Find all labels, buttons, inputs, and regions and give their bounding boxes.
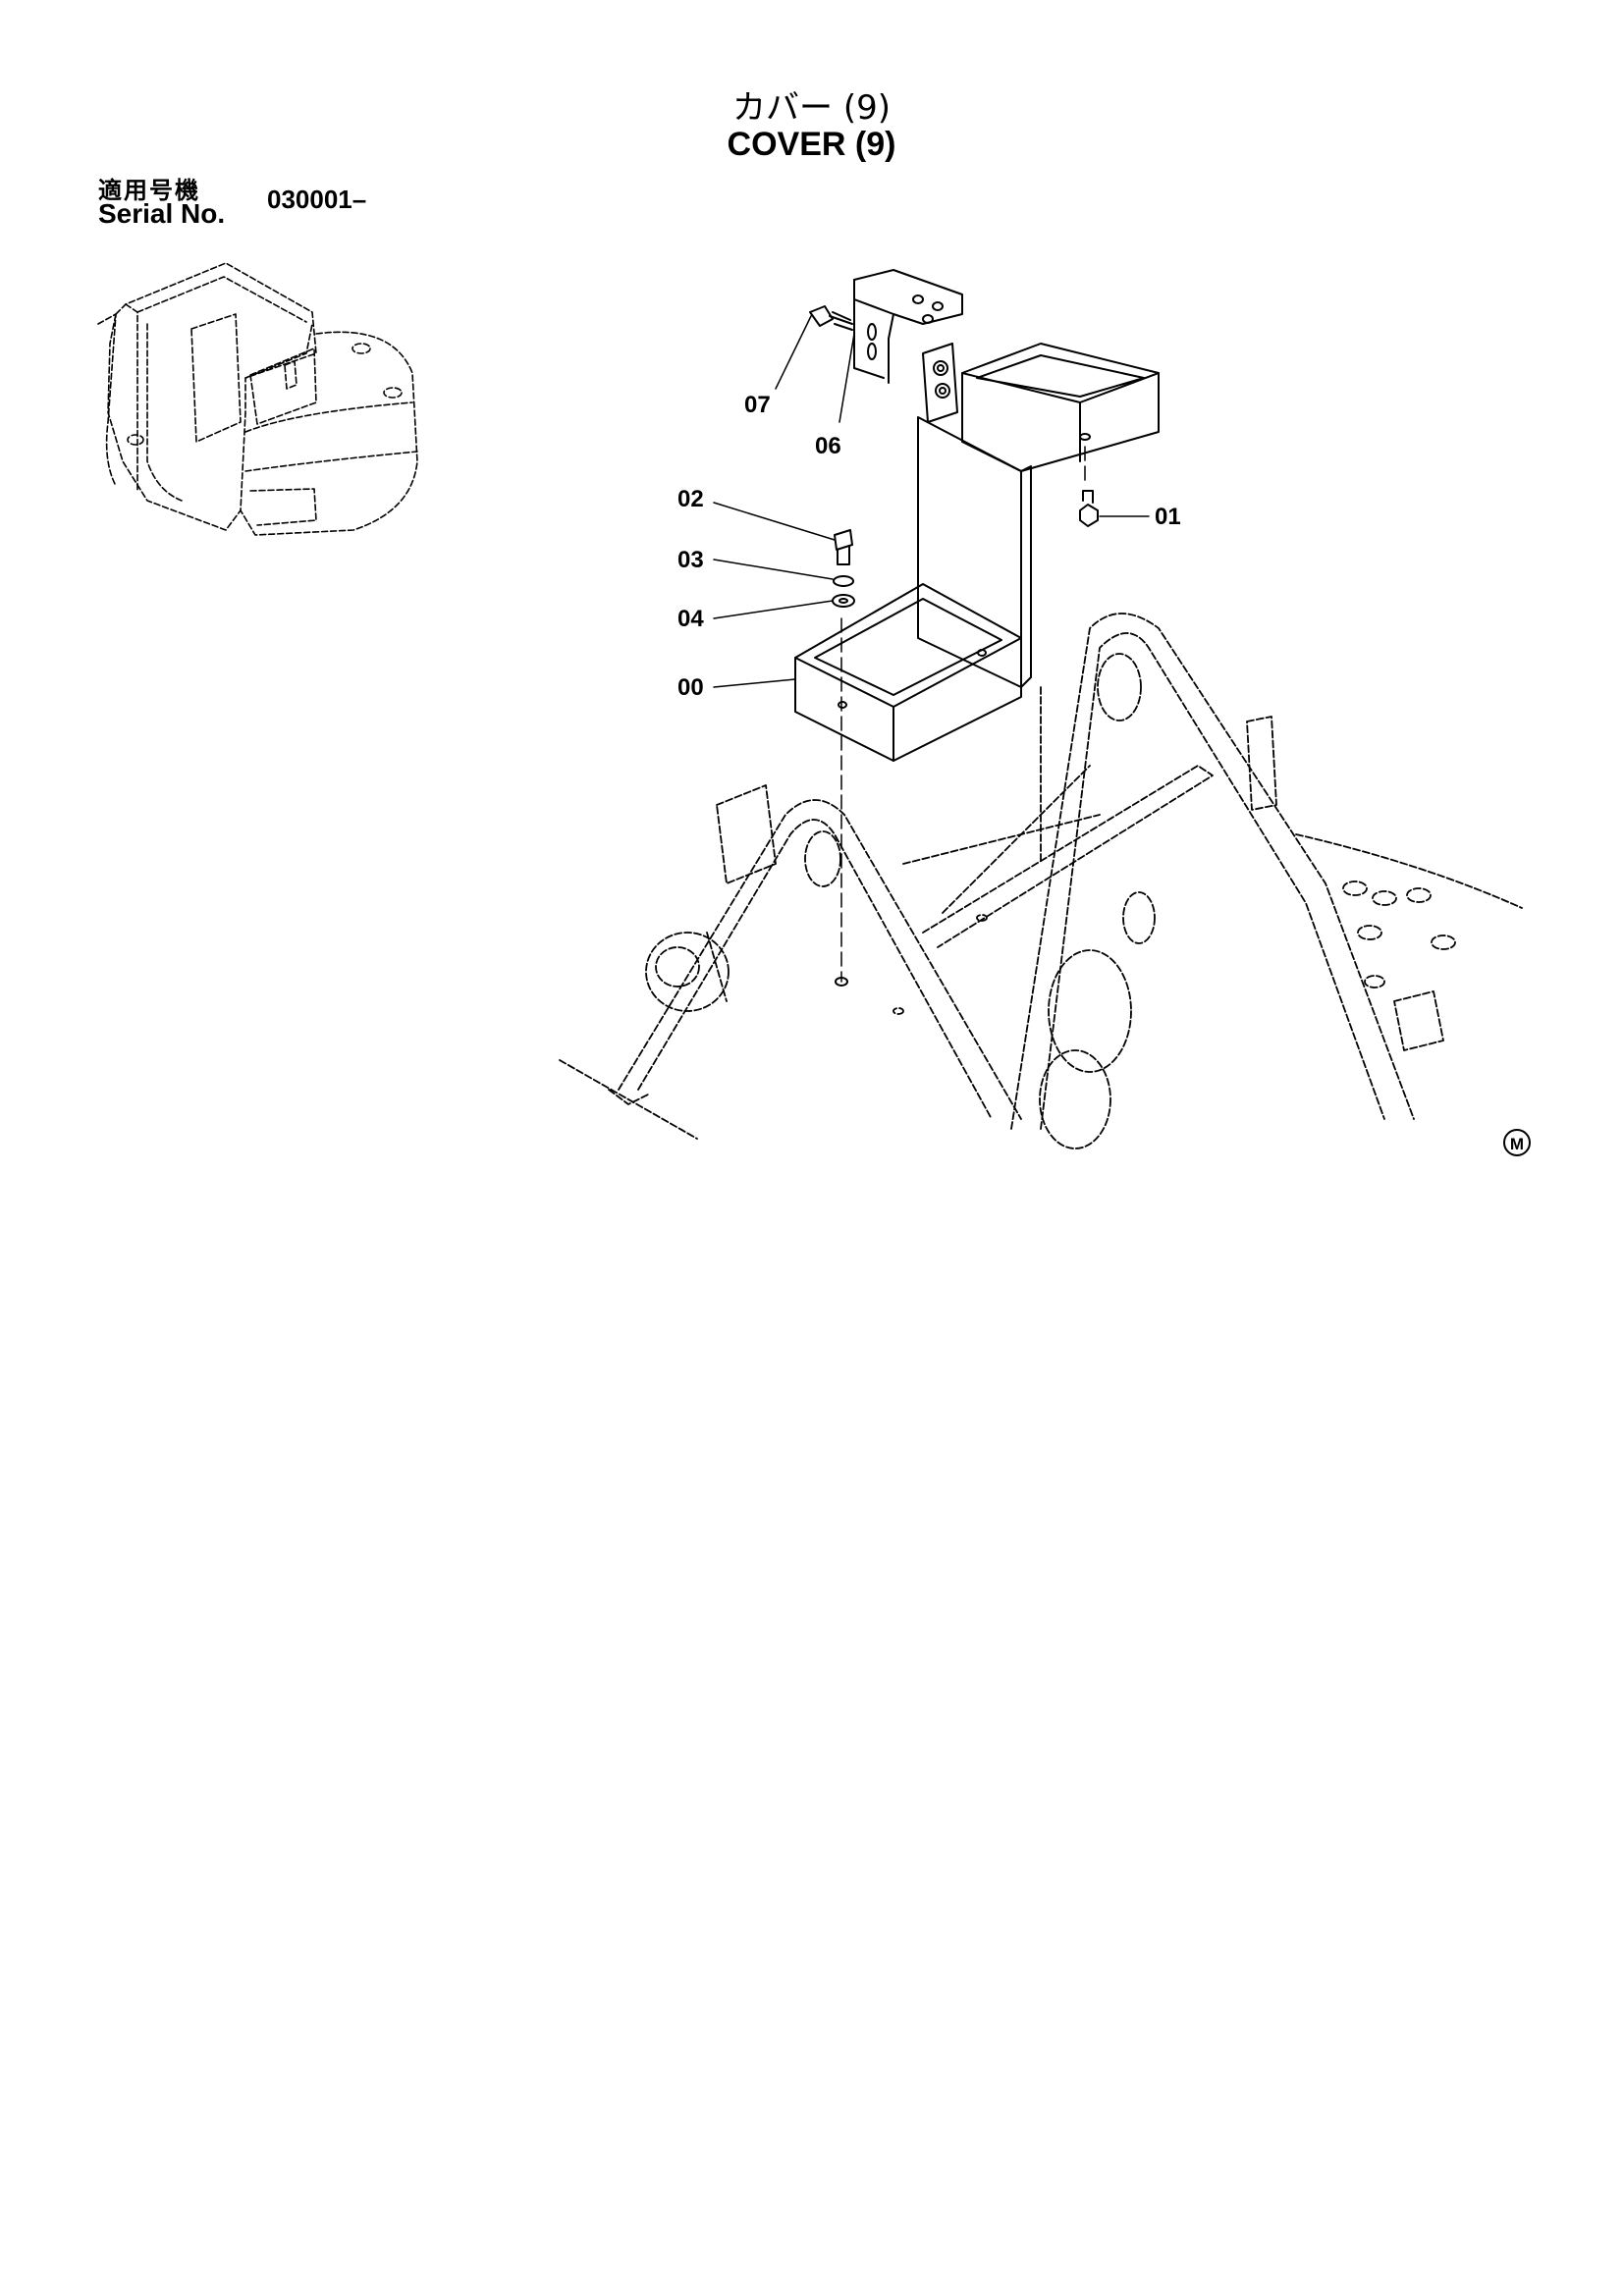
bolt-part-01: [1079, 490, 1099, 527]
callout-02: 02: [677, 486, 704, 512]
bolt-part-02: [834, 529, 853, 565]
title-japanese: カバー (9): [732, 88, 891, 128]
serial-label-japanese: 適用号機: [98, 177, 200, 204]
mark-label: M: [1510, 1135, 1524, 1153]
frame-structure: [559, 613, 1523, 1149]
callout-07: 07: [744, 392, 771, 418]
bracket-part-06: [853, 269, 963, 423]
assembly-guides: [840, 446, 1086, 983]
upper-tray: [961, 343, 1160, 472]
washer-hole: [839, 598, 848, 604]
callout-04: 04: [677, 606, 704, 632]
bolt-part-07: [809, 305, 853, 331]
callout-00: 00: [677, 674, 704, 701]
callout-01: 01: [1155, 504, 1181, 530]
washer-part-04: [832, 594, 855, 608]
title-english: COVER (9): [727, 126, 896, 163]
vertical-plate: [917, 416, 1032, 688]
callout-06: 06: [815, 433, 841, 459]
circled-m-mark: M: [1503, 1129, 1531, 1156]
machine-thumbnail: [97, 262, 418, 536]
callout-03: 03: [677, 547, 704, 573]
leader-lines: [713, 315, 1150, 688]
washer-part-03: [833, 575, 854, 587]
main-assembly: [559, 269, 1523, 1149]
serial-label-english: Serial No.: [98, 198, 226, 229]
callout-labels: 07 06 02 01 03 04 00: [677, 392, 1181, 701]
lower-box-part-00: [794, 583, 1022, 762]
serial-number-value: 030001–: [267, 185, 367, 214]
